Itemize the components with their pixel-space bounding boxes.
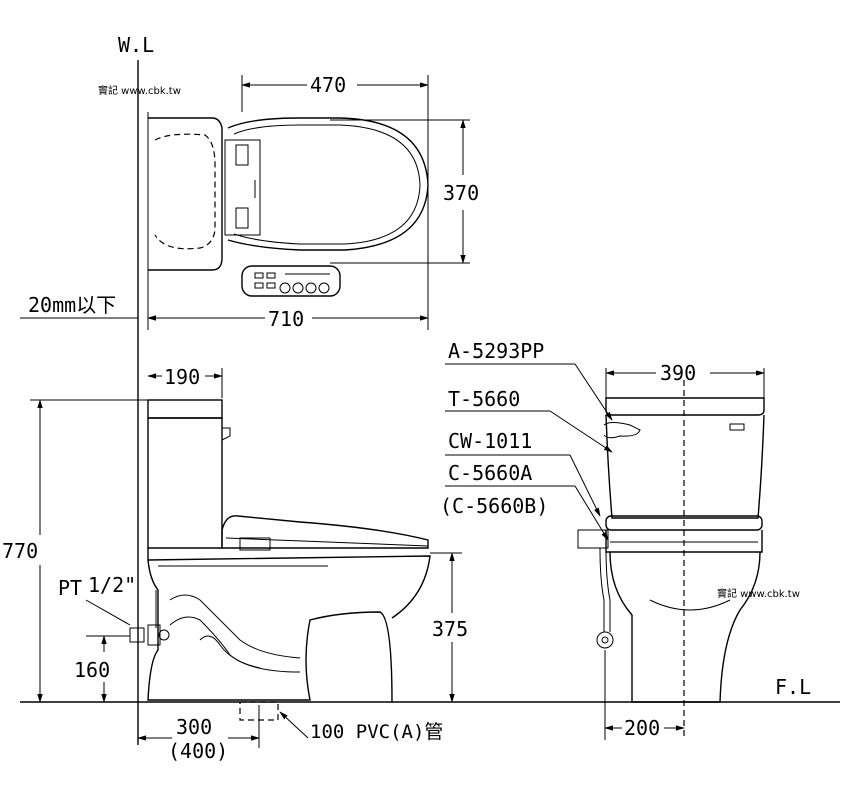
part-label-2: T-5660	[448, 387, 520, 411]
dim-supply-offset-label: 200	[624, 716, 660, 740]
drain-leader	[279, 711, 309, 739]
plan-view	[148, 117, 429, 297]
part-label-5: (C-5660B)	[440, 494, 548, 518]
dim-seat-depth	[330, 119, 470, 264]
pipe-size-label: 1/2"	[88, 573, 136, 597]
dim-rough-in-label: 300	[176, 715, 212, 739]
part-label-1: A-5293PP	[448, 339, 544, 363]
dim-tank-depth	[147, 368, 223, 398]
dim-seat-height-label: 375	[432, 617, 468, 641]
dim-front-width-label: 390	[660, 361, 696, 385]
dim-supply-height-label: 160	[74, 658, 110, 682]
dim-overall-height	[30, 399, 148, 703]
dim-rough-in	[137, 705, 260, 748]
wall-line-label: W.L	[118, 33, 154, 57]
dim-seat-width-label: 470	[310, 73, 346, 97]
dim-seat-depth-label: 370	[443, 181, 479, 205]
control-buttons	[254, 272, 330, 294]
dim-supply-offset	[604, 650, 685, 740]
watermark-top: 竇記 www.cbk.tw	[98, 84, 181, 97]
dim-overall-depth-label: 710	[268, 307, 304, 331]
dim-rough-in-alt-label: (400)	[168, 739, 228, 763]
part-leaders	[445, 363, 613, 541]
dim-wall-gap-label: 20mm以下	[28, 293, 116, 317]
drain-label: 100 PVC(A)管	[310, 721, 443, 743]
pipe-thread-label: PT	[58, 576, 82, 600]
wall-line	[137, 60, 149, 745]
part-label-4: C-5660A	[448, 461, 532, 485]
watermark-right: 竇記 www.cbk.tw	[717, 587, 800, 600]
dim-seat-width	[241, 75, 429, 330]
dim-overall-height-label: 770	[2, 539, 38, 563]
floor-line-label: F.L	[775, 675, 811, 699]
front-view	[577, 380, 765, 740]
part-label-3: CW-1011	[448, 429, 532, 453]
dim-tank-depth-label: 190	[164, 365, 200, 389]
dim-front-width	[605, 368, 765, 398]
dim-seat-height	[430, 552, 462, 703]
side-view	[129, 399, 431, 721]
dim-supply-height	[85, 599, 131, 703]
